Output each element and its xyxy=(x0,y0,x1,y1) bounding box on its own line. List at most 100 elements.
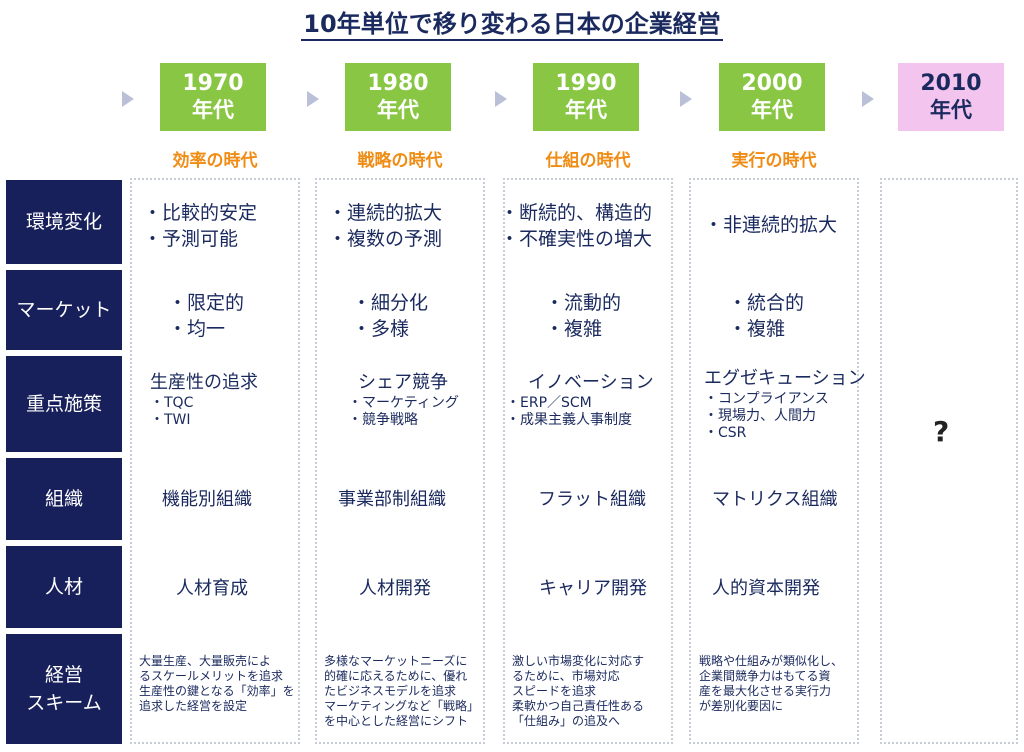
cell-line: ・細分化 xyxy=(352,292,429,314)
people-cell-1980: 人材開発 xyxy=(359,578,431,599)
cell-line: 激しい市場変化に対応す xyxy=(512,654,645,668)
market-cell-1970: ・限定的 ・均一 xyxy=(168,290,244,342)
cell-line: 追求した経営を設定 xyxy=(139,699,248,713)
arrow-icon xyxy=(862,91,874,107)
cell-line: 多様なマーケットニーズに xyxy=(324,654,468,668)
cell-line: ・不確実性の増大 xyxy=(500,228,653,250)
row-label-policy: 重点施策 xyxy=(6,356,122,452)
era-header-2000: 2000 年代 xyxy=(719,63,825,131)
env-cell-1970: ・比較的安定 ・予測可能 xyxy=(143,200,257,252)
era-year: 1970 xyxy=(182,71,244,96)
cell-heading: イノベーション xyxy=(528,372,654,393)
era-header-1980: 1980 年代 xyxy=(345,63,451,131)
row-label-scheme: 経営 スキーム xyxy=(6,634,122,744)
cell-line: ・比較的安定 xyxy=(143,202,258,224)
org-cell-1990: フラット組織 xyxy=(538,489,646,510)
cell-line: ・流動的 xyxy=(545,292,622,314)
org-cell-2000: マトリクス組織 xyxy=(712,489,838,510)
era-subtitle: 実行の時代 xyxy=(731,151,817,171)
people-cell-2000: 人的資本開発 xyxy=(712,578,820,599)
page-title: 10年単位で移り変わる日本の企業経営 xyxy=(0,4,1024,41)
cell-line: ・マーケティング xyxy=(348,395,459,411)
era-year: 2000 xyxy=(741,71,803,96)
market-cell-1990: ・流動的 ・複雑 xyxy=(545,290,621,342)
row-label-environment: 環境変化 xyxy=(6,180,122,264)
cell-line: 戦略や仕組みが類似化し、 xyxy=(699,654,844,668)
era-subtitle: 仕組の時代 xyxy=(545,151,631,171)
cell-line: 柔軟かつ自己責任性ある xyxy=(512,699,645,713)
market-cell-2000: ・統合的 ・複雑 xyxy=(728,290,804,342)
era-year: 2010 xyxy=(920,71,982,96)
column-1980 xyxy=(315,178,485,744)
column-1970 xyxy=(130,178,300,744)
policy-cell-1970: 生産性の追求 ・TQC ・TWI xyxy=(150,371,258,429)
scheme-cell-1990: 激しい市場変化に対応す るために、市場対応 スピードを追求 柔軟かつ自己責任性あ… xyxy=(512,654,672,729)
env-cell-1990: ・断続的、構造的 ・不確実性の増大 xyxy=(500,200,652,252)
org-cell-1970: 機能別組織 xyxy=(162,489,252,510)
cell-line: ・TQC xyxy=(150,395,194,411)
arrow-icon xyxy=(680,91,692,107)
policy-cell-1990: イノベーション ・ERP／SCM ・成果主義人事制度 xyxy=(506,371,654,429)
cell-line: 生産性の鍵となる「効率」を xyxy=(139,684,295,698)
era-subtitle: 効率の時代 xyxy=(172,151,258,171)
scheme-cell-1970: 大量生産、大量販売によ るスケールメリットを追求 生産性の鍵となる「効率」を 追… xyxy=(139,654,299,714)
cell-line: ・現場力、人間力 xyxy=(704,408,816,424)
cell-line: ・複雑 xyxy=(545,318,603,340)
era-decade: 年代 xyxy=(930,98,972,122)
env-cell-2000: ・非連続的拡大 xyxy=(704,212,837,238)
column-1990 xyxy=(503,178,673,744)
cell-line: 的確に応えるために、優れ xyxy=(324,669,468,683)
cell-line: ・TWI xyxy=(150,412,191,428)
era-year: 1990 xyxy=(555,71,617,96)
cell-line: ・成果主義人事制度 xyxy=(506,412,632,428)
cell-line: 「仕組み」の追及へ xyxy=(512,714,621,728)
era-header-1970: 1970 年代 xyxy=(160,63,266,131)
cell-line: が差別化要因に xyxy=(699,699,784,713)
people-cell-1970: 人材育成 xyxy=(176,578,248,599)
env-cell-1980: ・連続的拡大 ・複数の予測 xyxy=(328,200,442,252)
cell-heading: 生産性の追求 xyxy=(150,372,258,393)
era-year: 1980 xyxy=(367,71,429,96)
arrow-icon xyxy=(495,91,507,107)
cell-line: ・統合的 xyxy=(728,292,805,314)
cell-line: 産を最大化させる実行力 xyxy=(699,684,832,698)
cell-line: ・複数の予測 xyxy=(328,228,443,250)
era-decade: 年代 xyxy=(751,98,793,122)
cell-line: ・複雑 xyxy=(728,318,786,340)
people-cell-1990: キャリア開発 xyxy=(539,578,647,599)
cell-line: 企業間競争力はもてる資 xyxy=(699,669,831,683)
cell-line: るために、市場対応 xyxy=(512,669,620,683)
cell-heading: シェア競争 xyxy=(358,372,448,393)
cell-heading: エグゼキューション xyxy=(704,368,866,389)
row-label-line: スキーム xyxy=(26,692,102,714)
era-header-2010: 2010 年代 xyxy=(898,63,1004,131)
cell-line: ・均一 xyxy=(168,318,226,340)
cell-line: るスケールメリットを追求 xyxy=(139,669,284,683)
cell-line: ・非連続的拡大 xyxy=(704,214,838,236)
org-cell-1980: 事業部制組織 xyxy=(338,489,446,510)
cell-line: たビジネスモデルを追求 xyxy=(324,684,457,698)
cell-line: を中心とした経営にシフト xyxy=(324,714,469,728)
policy-cell-2000: エグゼキューション ・コンプライアンス ・現場力、人間力 ・CSR xyxy=(704,367,866,442)
column-2000 xyxy=(689,178,859,744)
scheme-cell-2000: 戦略や仕組みが類似化し、 企業間競争力はもてる資 産を最大化させる実行力 が差別… xyxy=(699,654,864,714)
cell-line: ・予測可能 xyxy=(143,228,239,250)
era-decade: 年代 xyxy=(565,98,607,122)
cell-line: スピードを追求 xyxy=(512,684,597,698)
scheme-cell-1980: 多様なマーケットニーズに 的確に応えるために、優れ たビジネスモデルを追求 マー… xyxy=(324,654,484,729)
cell-line: ・連続的拡大 xyxy=(328,202,443,224)
era-decade: 年代 xyxy=(377,98,419,122)
era-subtitle: 戦略の時代 xyxy=(357,151,443,171)
cell-line: ・ERP／SCM xyxy=(506,395,592,411)
arrow-icon xyxy=(122,91,134,107)
row-label-line: 経営 xyxy=(44,664,83,686)
market-cell-1980: ・細分化 ・多様 xyxy=(352,290,428,342)
cell-line: 大量生産、大量販売によ xyxy=(139,654,272,668)
unknown-mark: ? xyxy=(933,415,950,448)
row-label-people: 人材 xyxy=(6,546,122,628)
cell-line: ・限定的 xyxy=(168,292,245,314)
cell-line: ・コンプライアンス xyxy=(704,391,829,407)
era-decade: 年代 xyxy=(192,98,234,122)
era-header-1990: 1990 年代 xyxy=(533,63,639,131)
cell-line: ・CSR xyxy=(704,425,747,441)
